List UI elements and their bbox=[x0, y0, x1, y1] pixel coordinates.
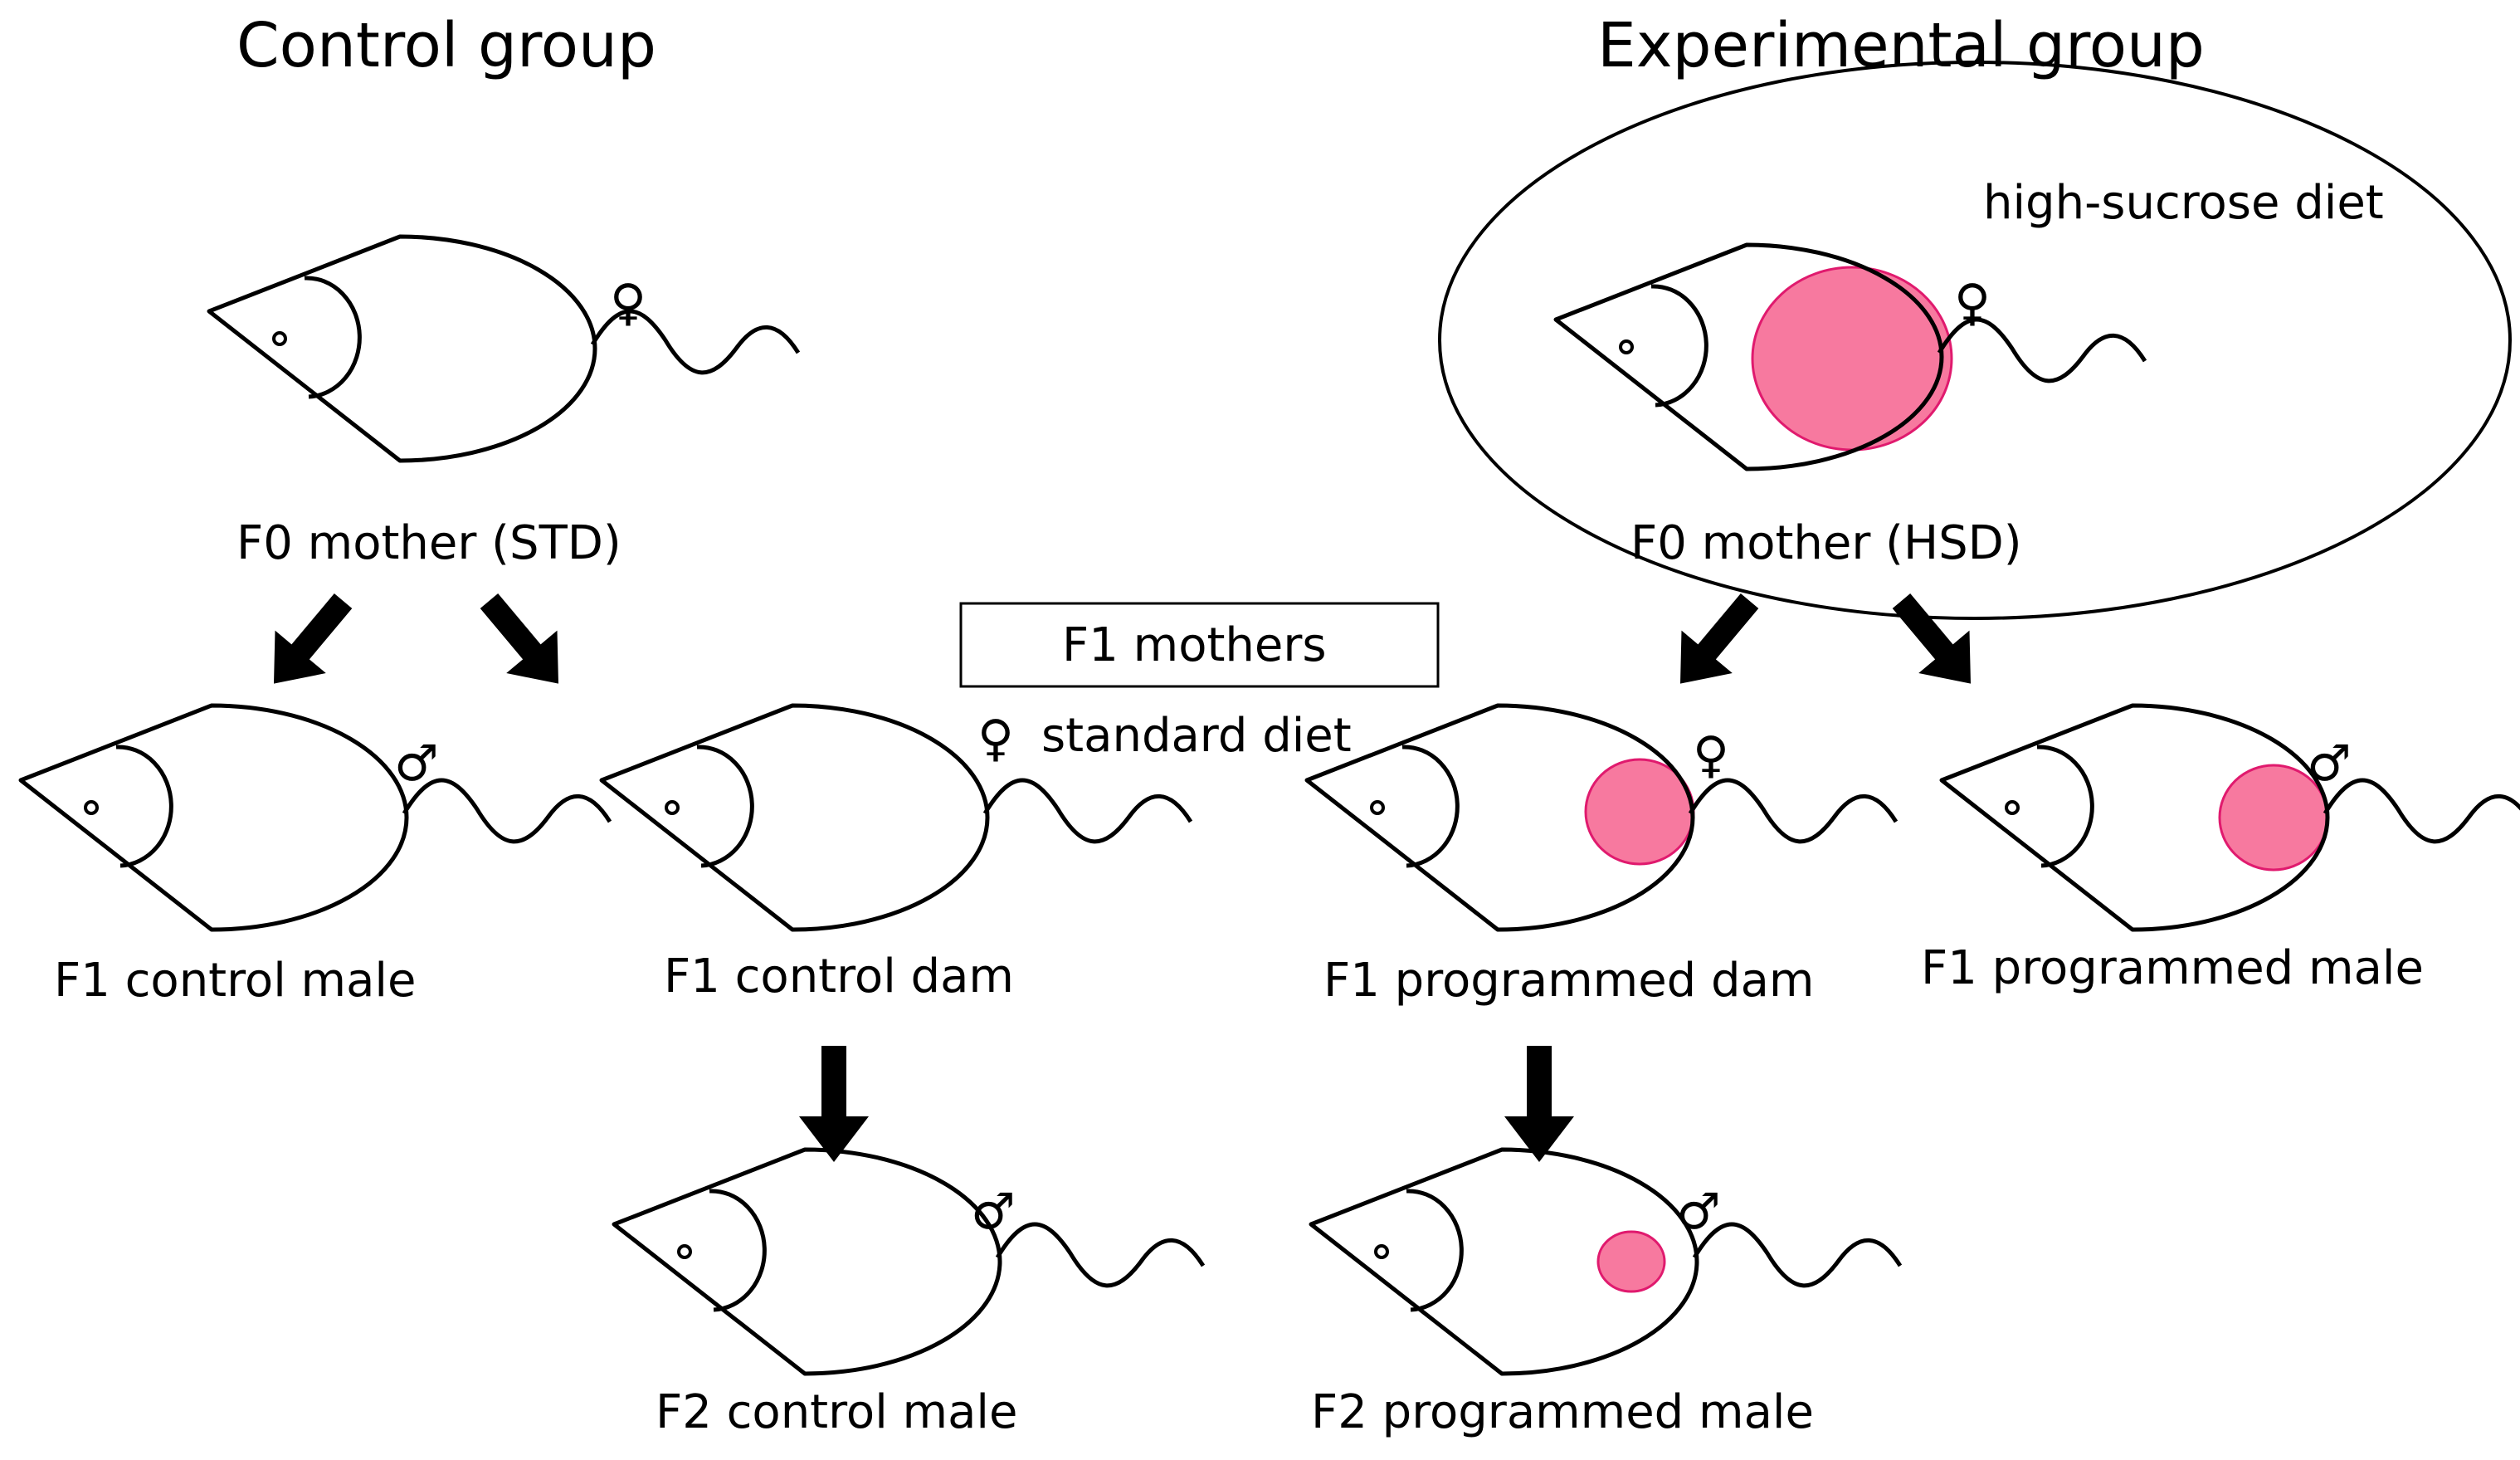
fat-deposit bbox=[1751, 266, 1953, 452]
male-symbol: ♂ bbox=[1676, 1183, 1721, 1241]
f1-programmed-dam bbox=[1307, 706, 1896, 930]
arrow-icon bbox=[1655, 579, 1776, 706]
f1-programmed-male-caption: F1 programmed male bbox=[1921, 941, 2424, 995]
male-symbol: ♂ bbox=[2307, 735, 2352, 793]
arrow-icon bbox=[248, 579, 369, 706]
hsd-enclosure-ellipse bbox=[1438, 61, 2512, 620]
arrow-icon bbox=[1875, 579, 1996, 706]
male-symbol: ♂ bbox=[394, 735, 439, 793]
arrow-icon bbox=[799, 1046, 869, 1162]
high-sucrose-diet-label: high-sucrose diet bbox=[1983, 176, 2384, 230]
female-symbol: ♀ bbox=[977, 710, 1014, 768]
f2-control-male bbox=[614, 1150, 1203, 1374]
f1-mothers-label: F1 mothers bbox=[1062, 618, 1327, 672]
standard-diet-label: standard diet bbox=[1041, 709, 1352, 763]
f0-control-mother bbox=[209, 237, 798, 461]
female-symbol: ♀ bbox=[1954, 274, 1991, 332]
f2-control-male-caption: F2 control male bbox=[656, 1385, 1017, 1439]
f0-std-caption: F0 mother (STD) bbox=[236, 516, 621, 570]
f1-programmed-dam-caption: F1 programmed dam bbox=[1323, 954, 1814, 1008]
female-symbol: ♀ bbox=[610, 274, 646, 332]
f1-control-male-caption: F1 control male bbox=[54, 954, 416, 1008]
control-group-header: Control group bbox=[236, 10, 656, 81]
f2-programmed-male bbox=[1311, 1150, 1900, 1374]
f2-programmed-male-caption: F2 programmed male bbox=[1311, 1385, 1814, 1439]
female-symbol: ♀ bbox=[1693, 726, 1729, 784]
arrow-icon bbox=[1504, 1046, 1574, 1162]
f1-control-male bbox=[21, 706, 610, 930]
f1-control-dam-caption: F1 control dam bbox=[664, 950, 1014, 1003]
fat-deposit bbox=[1596, 1230, 1666, 1293]
f1-programmed-male bbox=[1942, 706, 2520, 930]
f1-mothers-box bbox=[959, 602, 1440, 688]
f0-hsd-caption: F0 mother (HSD) bbox=[1630, 516, 2022, 570]
f0-hsd-mother bbox=[1556, 245, 2145, 469]
male-symbol: ♂ bbox=[971, 1183, 1016, 1241]
arrow-icon bbox=[463, 579, 584, 706]
